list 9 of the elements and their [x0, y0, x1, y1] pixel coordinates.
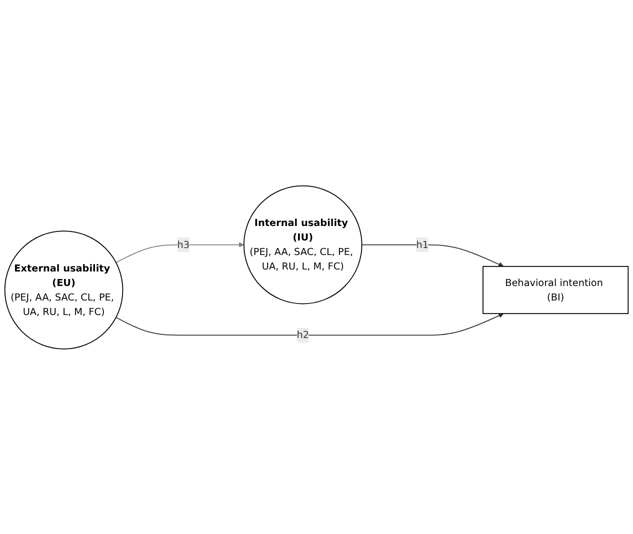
- node-circle: Internal usability (IU) (PEJ, AA, SAC, CL, PE, UA, RU, L, M, FC): [243, 184, 362, 304]
- edge-label: h3: [177, 238, 190, 250]
- node-box: Behavioral intention (BI): [482, 266, 629, 314]
- edge-label: h2: [296, 328, 310, 340]
- arrow: [116, 242, 244, 263]
- arrow: [361, 244, 504, 266]
- edge-label: h1: [416, 238, 429, 250]
- node-circle: External usability (EU) (PEJ, AA, SAC, CL, PE, UA, RU, L, M, FC): [4, 230, 124, 350]
- arrow: [116, 312, 504, 336]
